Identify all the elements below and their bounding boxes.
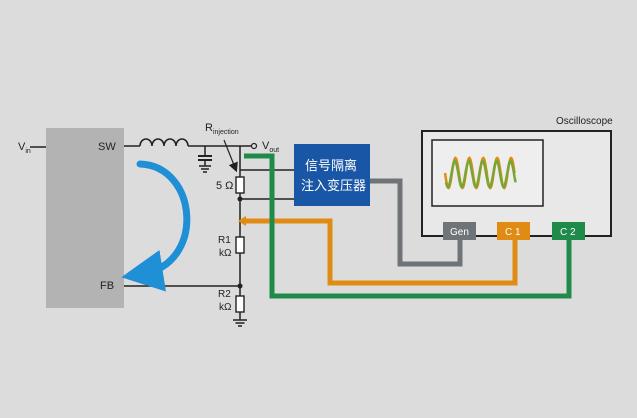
r1-label: R1 xyxy=(218,235,231,246)
r2-unit: kΩ xyxy=(219,302,232,313)
r-injection-value: 5 Ω xyxy=(216,180,233,192)
converter-ic-block xyxy=(46,128,124,308)
vout-terminal xyxy=(250,142,258,150)
transformer-label-2: 注入变压器 xyxy=(301,178,366,194)
c1-port-label: C 1 xyxy=(505,227,521,238)
output-capacitor xyxy=(198,146,212,173)
c1-probe-arrow xyxy=(238,216,246,226)
inductor xyxy=(139,138,189,147)
gen-wire xyxy=(370,178,463,267)
ground-symbol xyxy=(233,319,247,327)
r2-label: R2 xyxy=(218,289,231,300)
sw-pin-label: SW xyxy=(98,141,116,153)
r-injection-resistor xyxy=(235,176,245,194)
isolation-transformer xyxy=(294,144,370,206)
vout-label: Vout xyxy=(262,140,279,154)
oscilloscope-title: Oscilloscope xyxy=(556,116,613,127)
r-injection-arrow xyxy=(223,139,238,173)
fb-pin-label: FB xyxy=(100,280,114,292)
c2-port-label: C 2 xyxy=(560,227,576,238)
r1-unit: kΩ xyxy=(219,248,232,259)
feedback-loop-arc xyxy=(121,160,191,292)
r2-resistor xyxy=(235,295,245,313)
c1-wire xyxy=(246,218,518,286)
r1-resistor xyxy=(235,236,245,254)
vin-label: Vin xyxy=(18,141,31,155)
transformer-label-1: 信号隔离 xyxy=(305,158,357,174)
waveform-green xyxy=(444,159,517,189)
gen-port[interactable] xyxy=(443,222,476,240)
c2-wire xyxy=(244,153,572,299)
c1-port[interactable] xyxy=(497,222,530,240)
gen-port-label: Gen xyxy=(450,227,469,238)
c2-port[interactable] xyxy=(552,222,585,240)
r-injection-label: Rinjection xyxy=(205,122,239,136)
